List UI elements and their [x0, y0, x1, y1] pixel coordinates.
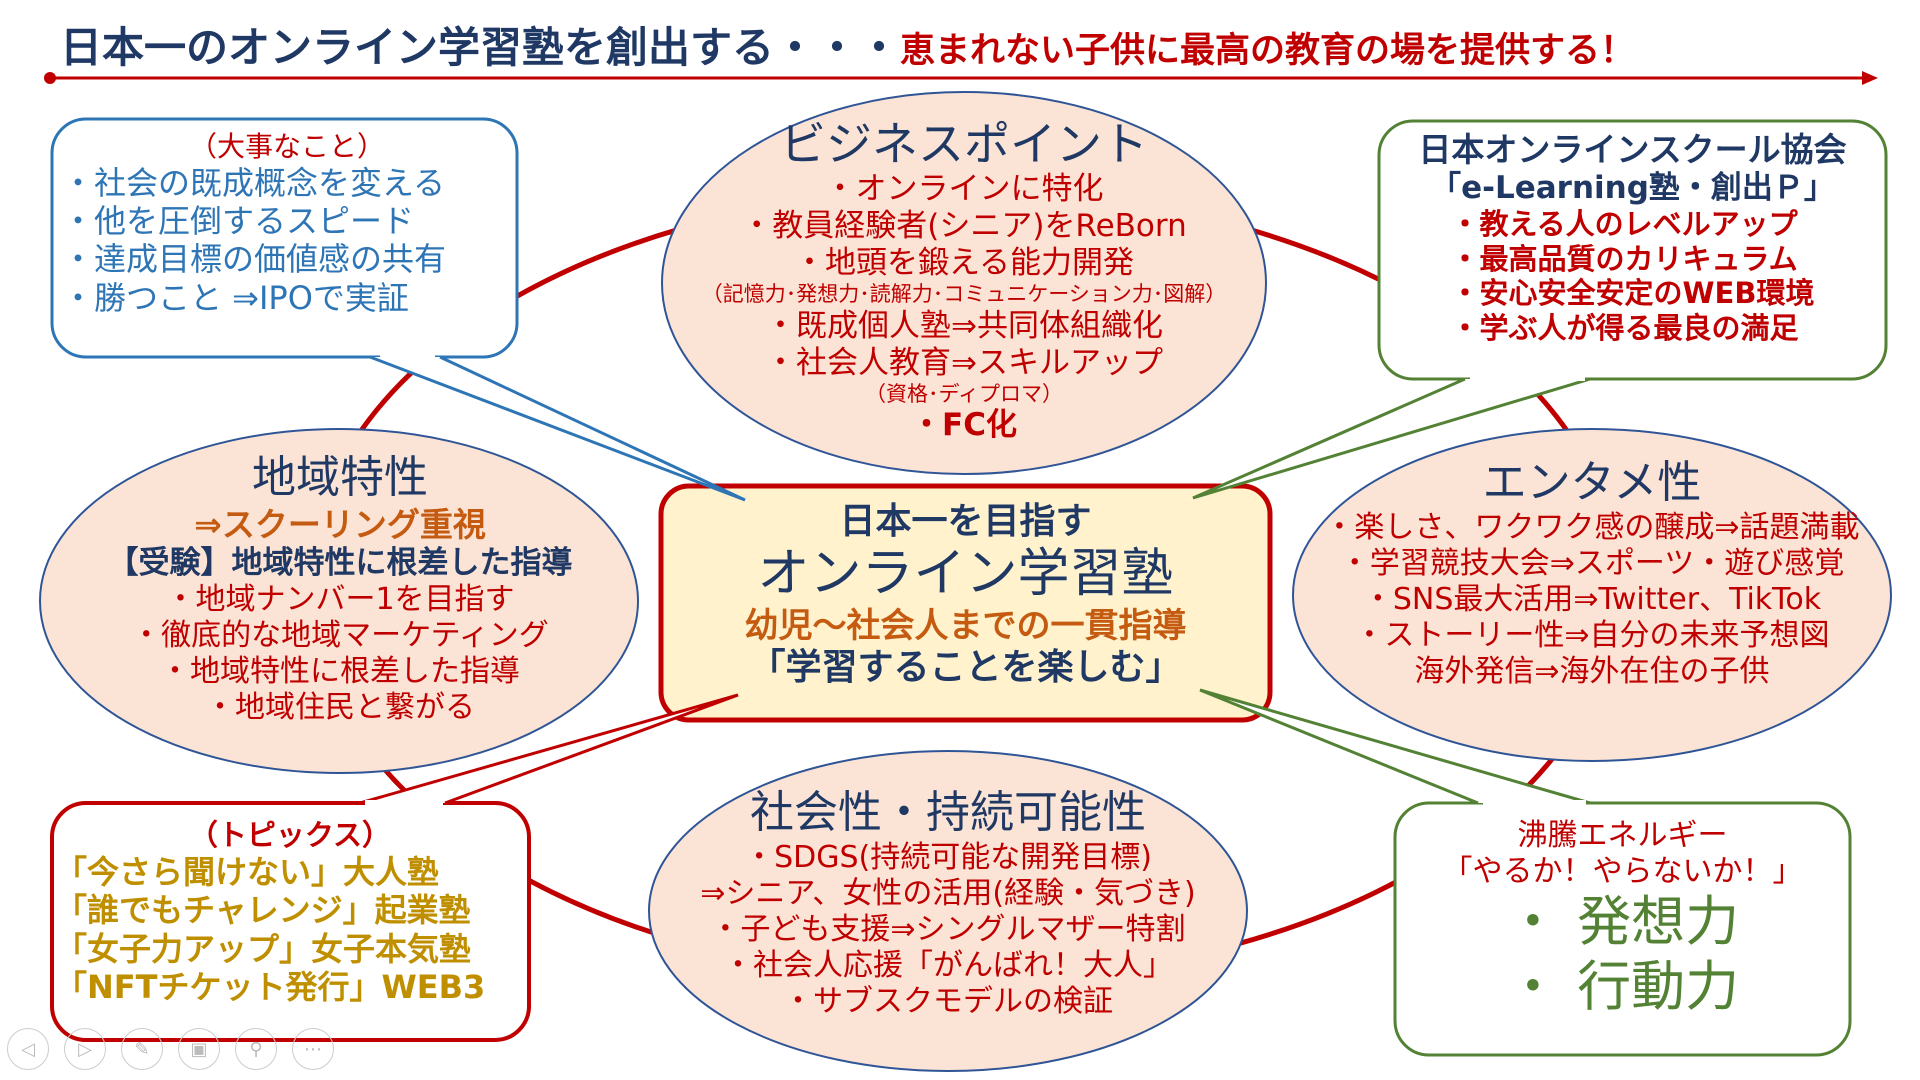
more-options-button[interactable]: ⋯: [292, 1028, 334, 1070]
list-item: ・社会人応援「がんばれ！大人」: [723, 948, 1173, 983]
business-ellipse: [661, 91, 1267, 475]
list-item: ・楽しさ、ワクワク感の醸成⇒話題満載: [1324, 510, 1860, 545]
list-item: ・他を圧倒するスピード: [62, 201, 415, 240]
list-item: ・FC化: [911, 407, 1017, 444]
entertainment-panel: エンタメ性 ・楽しさ、ワクワク感の醸成⇒話題満載 ・学習競技大会⇒スポーツ・遊び…: [1292, 455, 1892, 690]
list-item: 「今さら聞けない」大人塾: [55, 852, 440, 891]
more-icon: ⋯: [304, 1038, 322, 1060]
zoom-button[interactable]: ⚲: [235, 1028, 277, 1070]
arrow-left-icon: ◁: [21, 1038, 35, 1060]
list-item: ・子ども支援⇒シングルマザー特割: [710, 912, 1186, 947]
list-item: （記憶力･発想力･読解力･コミュニケーション力･図解）: [701, 282, 1227, 307]
presentation-toolbar: ◁ ▷ ✎ ▣ ⚲ ⋯: [7, 1028, 334, 1070]
region-panel: 地域特性 ⇒スクーリング重視 【受験】地域特性に根差した指導 ・地域ナンバー1を…: [40, 450, 640, 726]
list-item: 海外発信⇒海外在住の子供: [1414, 654, 1770, 689]
list-item: ・SNS最大活用⇒Twitter、TikTok: [1362, 582, 1822, 617]
entertainment-ellipse: [1292, 428, 1892, 762]
list-item: ⇒シニア、女性の活用(経験・気づき): [700, 876, 1196, 911]
list-item: 「誰でもチャレンジ」起業塾: [55, 891, 471, 930]
page-title: 日本一のオンライン学習塾を創出する・・・恵まれない子供に最高の教育の場を提供する…: [60, 23, 1636, 72]
important-panel: （大事なこと） ・社会の既成概念を変える ・他を圧倒するスピード ・達成目標の価…: [62, 130, 512, 317]
list-item: （資格･ディプロマ）: [864, 382, 1064, 407]
topics-box: [50, 801, 531, 1042]
magnifier-icon: ⚲: [249, 1038, 263, 1060]
business-panel: ビジネスポイント ・オンラインに特化 ・教員経験者(シニア)をReBorn ・地…: [664, 118, 1264, 444]
list-item: ・勝つこと ⇒IPOで実証: [62, 278, 409, 317]
center-panel: 日本一を目指す オンライン学習塾 幼児～社会人までの一貫指導 「学習することを楽…: [744, 501, 1187, 689]
list-item: ・既成個人塾⇒共同体組織化: [765, 307, 1163, 344]
energy-box: [1393, 801, 1852, 1057]
arrow-right-icon: ▷: [78, 1038, 92, 1060]
list-item: ・地頭を鍛える能力開発: [793, 245, 1135, 282]
pen-tool-button[interactable]: ✎: [121, 1028, 163, 1070]
list-item: ・ 行動力: [1505, 954, 1740, 1018]
slide-sorter-button[interactable]: ▣: [178, 1028, 220, 1070]
energy-panel: 沸騰エネルギー 「やるか！やらないか！」 ・ 発想力 ・ 行動力: [1395, 818, 1850, 1020]
list-item: ・教員経験者(シニア)をReBorn: [741, 208, 1187, 245]
list-item: ・教える人のレベルアップ: [1450, 206, 1798, 241]
list-item: ・オンラインに特化: [824, 170, 1104, 207]
list-item: ・地域ナンバー1を目指す: [165, 581, 515, 617]
list-item: ・ 発想力: [1505, 890, 1740, 953]
slides-icon: ▣: [190, 1038, 208, 1060]
list-item: ・社会の既成概念を変える: [62, 163, 446, 202]
list-item: ・安心安全安定のWEB環境: [1450, 276, 1815, 311]
list-item: ・達成目標の価値感の共有: [62, 240, 447, 279]
pen-icon: ✎: [134, 1038, 150, 1060]
list-item: ・地域住民と繋がる: [205, 689, 475, 725]
list-item: ・学習競技大会⇒スポーツ・遊び感覚: [1339, 546, 1845, 581]
list-item: ・社会人教育⇒スキルアップ: [765, 344, 1163, 381]
list-item: ・SDGS(持続可能な開発目標): [744, 840, 1152, 875]
association-box: [1377, 119, 1888, 381]
list-item: 「NFTチケット発行」WEB3: [55, 967, 486, 1006]
list-item: ・最高品質のカリキュラム: [1450, 241, 1798, 276]
topics-panel: （トピックス） 「今さら聞けない」大人塾 「誰でもチャレンジ」起業塾 「女子力ア…: [55, 818, 525, 1006]
center-box: [658, 483, 1273, 723]
important-box: [50, 117, 519, 359]
list-item: ・徹底的な地域マーケティング: [131, 617, 549, 653]
list-item: 「女子力アップ」女子本気塾: [55, 929, 472, 968]
social-panel: 社会性・持続可能性 ・SDGS(持続可能な開発目標) ⇒シニア、女性の活用(経験…: [648, 785, 1248, 1020]
list-item: ・学ぶ人が得る最良の満足: [1450, 311, 1799, 346]
list-item: ・サブスクモデルの検証: [783, 984, 1113, 1019]
social-ellipse: [648, 750, 1248, 1072]
next-slide-button[interactable]: ▷: [64, 1028, 106, 1070]
region-ellipse: [39, 428, 639, 774]
association-panel: 日本オンラインスクール協会 「e-Learning塾・創出Ｐ」 ・教える人のレベ…: [1418, 130, 1847, 346]
list-item: ・ストーリー性⇒自分の未来予想図: [1354, 618, 1830, 653]
previous-slide-button[interactable]: ◁: [7, 1028, 49, 1070]
list-item: ・地域特性に根差した指導: [160, 653, 520, 689]
